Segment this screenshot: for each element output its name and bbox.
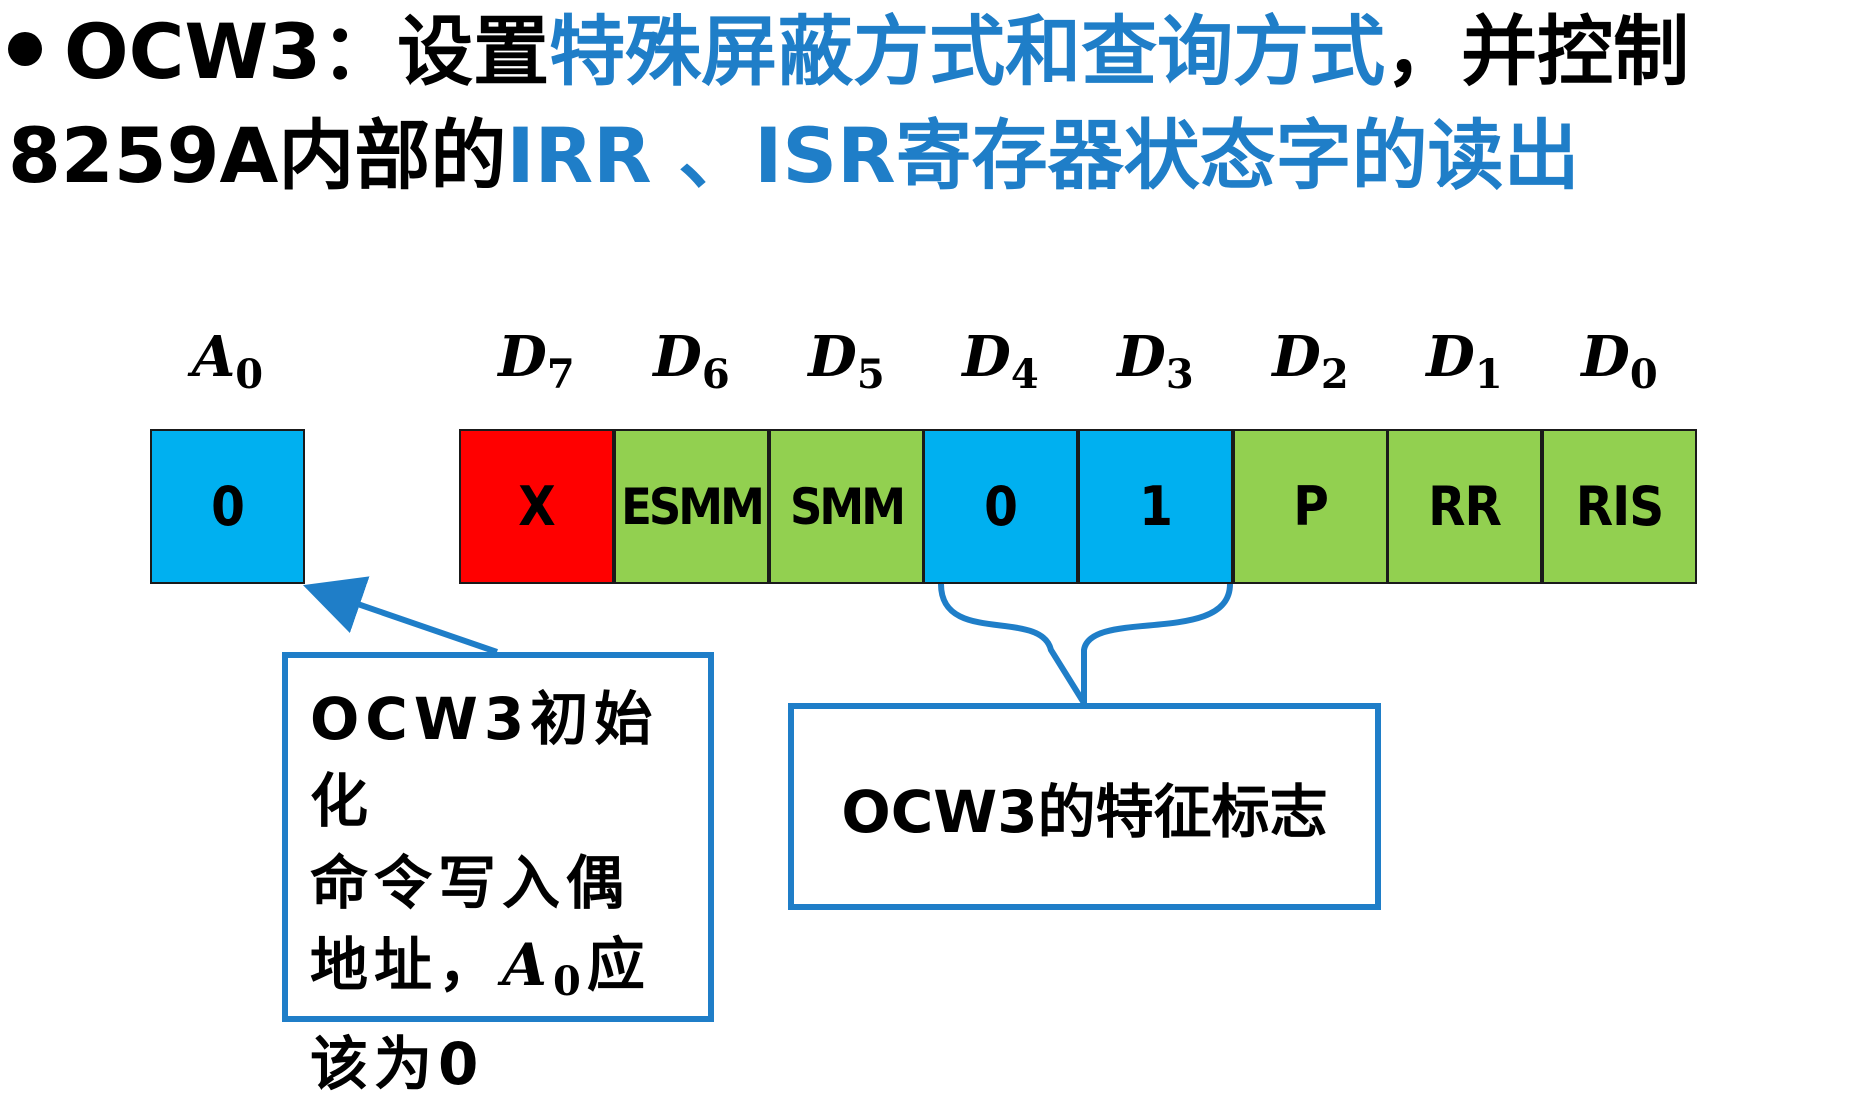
bit-cell-d5: SMM [769,429,924,584]
a0-note-line-1: OCW3初始化 [310,685,659,835]
brace-d4-d3 [938,583,1233,705]
a0-note-variable: A0 [502,931,587,1005]
bit-cell-d4: 0 [923,429,1078,584]
bit-label-base: D [808,324,857,390]
a0-note-line-4: 该为0 [310,1030,485,1098]
heading-line1-part-3: ，并控制 [1385,7,1690,96]
a0-note-line-3: 地址，A0应 [310,924,692,1023]
a0-cell: 0 [150,429,305,584]
bit-label-base: D [1581,324,1630,390]
a0-note-line-3-prefix: 地址， [310,931,503,999]
a0-label-sub: 0 [235,351,264,398]
bit-label-base: D [498,324,547,390]
bit-label-d5: D5 [769,322,924,410]
heading-line2-part-1: 8259A内部的 [8,111,507,200]
bit-label-sub: 3 [1165,351,1194,398]
bit-cell-d6: ESMM [614,429,769,584]
bit-cell-d7: X [459,429,614,584]
bit-label-base: D [962,324,1011,390]
a0-note-line-3-suffix: 应 [586,931,651,999]
heading-line-1: OCW3：设置特殊屏蔽方式和查询方式，并控制 [8,0,1868,104]
bit-label-d0: D0 [1542,322,1697,410]
bit-label-sub: 2 [1320,351,1349,398]
bit-cell-d3: 1 [1078,429,1233,584]
heading-line-2: 8259A内部的IRR 、ISR寄存器状态字的读出 [8,104,1868,208]
bit-cell-d2: P [1233,429,1388,584]
heading-line1-part-2: 特殊屏蔽方式和查询方式 [549,7,1386,96]
feature-flag-text: OCW3的特征标志 [841,777,1328,846]
a0-note-callout: OCW3初始化 命令写入偶 地址，A0应 该为0 [282,652,714,1098]
a0-note-var-sub: 0 [553,958,587,1005]
bullet-icon [8,32,42,66]
bit-label-d3: D3 [1078,322,1233,410]
bit-label-sub: 6 [701,351,730,398]
bit-label-sub: 7 [546,351,575,398]
bit-label-base: D [1117,324,1166,390]
bit-label-d6: D6 [614,322,769,410]
bit-cell-d1: RR [1387,429,1542,584]
a0-note-var-base: A [502,931,554,999]
arrow-to-a0 [302,576,498,655]
bit-label-base: D [1272,324,1321,390]
bit-label-sub: 5 [856,351,885,398]
a0-note-line-2: 命令写入偶 [310,849,631,917]
bit-label-d4: D4 [923,322,1078,410]
bit-cell-d0: RIS [1542,429,1697,584]
a0-label-base: A [191,324,236,390]
heading: OCW3：设置特殊屏蔽方式和查询方式，并控制 8259A内部的IRR 、ISR寄… [8,0,1868,208]
bit-label-d7: D7 [459,322,614,410]
feature-flag-callout: OCW3的特征标志 [788,703,1381,910]
heading-line2-part-2: IRR 、ISR寄存器状态字的读出 [506,111,1580,200]
bit-label-sub: 0 [1629,351,1658,398]
bit-label-base: D [1426,324,1475,390]
bit-label-d1: D1 [1387,322,1542,410]
a0-label: A0 [150,322,305,410]
bit-label-base: D [653,324,702,390]
bit-label-sub: 4 [1010,351,1039,398]
heading-line1-part-1: OCW3：设置 [64,7,550,96]
bit-label-d2: D2 [1233,322,1388,410]
bit-label-sub: 1 [1474,351,1503,398]
